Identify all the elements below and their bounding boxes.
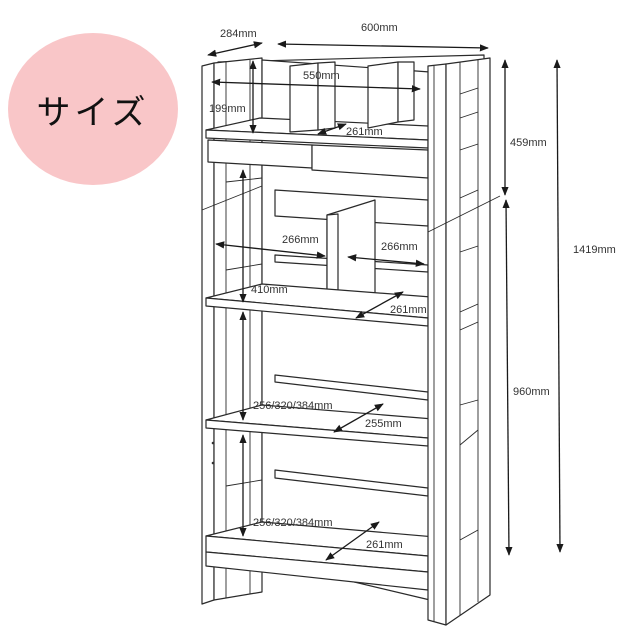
- size-badge-label: サイズ: [36, 92, 150, 133]
- size-badge: サイズ: [8, 33, 178, 185]
- label-upper-section-height: 459mm: [510, 137, 547, 149]
- label-middle-right-width: 266mm: [381, 241, 418, 253]
- label-width-total: 600mm: [361, 22, 398, 34]
- label-middle-height: 410mm: [251, 284, 288, 296]
- label-shelf1-height: 256/320/384mm: [253, 400, 333, 412]
- label-shelf2-height: 256/320/384mm: [253, 517, 333, 529]
- label-depth-total: 284mm: [220, 28, 257, 40]
- label-lower-section-height: 960mm: [513, 386, 550, 398]
- label-shelf1-depth: 255mm: [365, 418, 402, 430]
- dimension-lines: [207, 40, 564, 561]
- label-middle-depth: 261mm: [390, 304, 427, 316]
- label-top-inner-width: 550mm: [303, 70, 340, 82]
- label-top-depth: 261mm: [346, 126, 383, 138]
- label-total-height: 1419mm: [573, 244, 616, 256]
- bookshelf-structure: [201, 54, 501, 626]
- label-middle-left-width: 266mm: [282, 234, 319, 246]
- label-bottom-depth: 261mm: [366, 539, 403, 551]
- label-top-inner-height: 199mm: [209, 103, 246, 115]
